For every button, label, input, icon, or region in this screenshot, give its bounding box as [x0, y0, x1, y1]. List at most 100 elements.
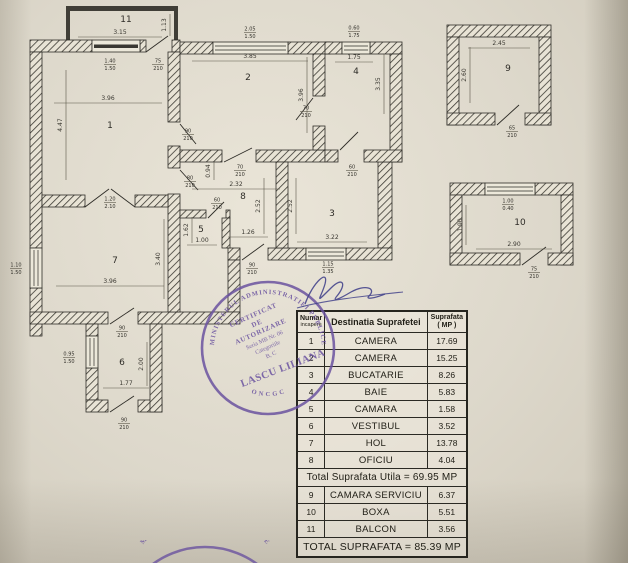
opening-size-label: 0.60 — [348, 26, 359, 32]
dimension-label: 3.96 — [101, 95, 115, 102]
dimension-label: 3.15 — [113, 29, 127, 36]
room-number-label: 5 — [198, 225, 204, 235]
opening-size-label: 1.75 — [348, 33, 359, 39]
dimension-label: 3.96 — [103, 278, 117, 285]
plan-annotations: 12345678910113.151.133.964.473.853.961.7… — [10, 14, 552, 431]
dimension-label: 3.96 — [298, 88, 305, 102]
opening-size-label: 210 — [235, 172, 245, 178]
dimension-label: 2.60 — [461, 68, 468, 82]
room-number-label: 4 — [353, 67, 359, 77]
room-number-label: 6 — [119, 358, 125, 368]
room-number-label: 2 — [245, 73, 251, 83]
opening-size-label: 2.05 — [244, 27, 255, 33]
opening-size-label: 210 — [183, 136, 193, 142]
stamp-ring-bottom-text: O N C G C — [250, 388, 285, 398]
room-number-label: 10 — [514, 218, 526, 228]
opening-size-label: 210 — [301, 113, 311, 119]
dimension-label: 2.90 — [507, 241, 521, 248]
stamp-line: B, C — [265, 350, 278, 360]
opening-size-label: 60 — [349, 165, 355, 171]
room-number-label: 8 — [240, 192, 246, 202]
room-number-label: 7 — [112, 256, 118, 266]
dimension-label: 4.47 — [57, 118, 64, 132]
opening-size-label: 210 — [212, 205, 222, 211]
dimension-label: 2.52 — [255, 199, 262, 213]
opening-size-label: 1.40 — [104, 59, 115, 65]
table-cell: 8 — [296, 451, 326, 469]
table-cell: BOXA — [324, 503, 428, 521]
table-cell: 3.52 — [426, 417, 468, 435]
partial-stamp-ring — [152, 545, 258, 563]
opening-size-label: 90 — [185, 129, 191, 135]
opening-size-label: 210 — [529, 274, 539, 280]
table-cell: 1.58 — [426, 400, 468, 418]
dimension-label: 3.35 — [375, 77, 382, 91]
dimension-label: 2.00 — [138, 357, 145, 371]
dimension-label: 1.62 — [183, 223, 190, 237]
dimension-label: 1.00 — [195, 237, 209, 244]
room-number-label: 1 — [107, 121, 113, 131]
opening-size-label: 1.50 — [10, 270, 21, 276]
total-cell: TOTAL SUPRAFATA = 85.39 MP — [296, 537, 468, 558]
dimension-label: 1.13 — [161, 18, 168, 32]
windows — [29, 39, 536, 369]
subtotal-row: Total Suprafata Utila = 69.95 MP — [296, 468, 468, 487]
table-cell: BALCON — [324, 520, 428, 538]
table-cell: 3.56 — [426, 520, 468, 538]
partial-stamp: MINISTERUL ADMINISTRATIEI PUBLICE — [139, 540, 271, 563]
opening-size-label: 1.50 — [63, 359, 74, 365]
table-cell: 4.04 — [426, 451, 468, 469]
opening-size-label: 0.95 — [63, 352, 74, 358]
dimension-label: 0.94 — [205, 164, 212, 178]
table-cell: 9 — [296, 486, 326, 504]
opening-size-label: 210 — [117, 333, 127, 339]
col-header-number-label: Numar — [300, 315, 323, 322]
col-header-number-sublabel: incapere — [300, 322, 322, 328]
opening-size-label: 210 — [247, 270, 257, 276]
opening-size-label: 1.20 — [104, 197, 115, 203]
subtotal-cell: Total Suprafata Utila = 69.95 MP — [296, 468, 468, 487]
opening-size-label: 70 — [303, 106, 309, 112]
table-cell: 11 — [296, 520, 326, 538]
opening-size-label: 1.00 — [502, 199, 513, 205]
dimension-label: 3.40 — [155, 252, 162, 266]
room-number-label: 11 — [120, 15, 131, 25]
table-cell: CAMARA SERVICIU — [324, 486, 428, 504]
opening-size-label: 2.10 — [104, 204, 115, 210]
opening-size-label: 210 — [507, 133, 517, 139]
table-cell: 10 — [296, 503, 326, 521]
opening-size-label: 1.35 — [322, 269, 333, 275]
doors — [84, 35, 547, 413]
table-cell: 6.37 — [426, 486, 468, 504]
area-table: Numar incapere Destinatia Suprafetei Sup… — [296, 310, 468, 558]
dimension-label: 3.22 — [325, 234, 339, 241]
dimension-label: 1.90 — [457, 218, 464, 232]
opening-size-label: 1.15 — [322, 262, 333, 268]
table-cell: 8.26 — [426, 366, 468, 384]
table-cell: 13.78 — [426, 434, 468, 452]
dimension-label: 1.77 — [119, 380, 133, 387]
stamp-authorized-name: LASCU LILIANA — [239, 347, 327, 389]
partial-stamp-text: MINISTERUL ADMINISTRATIEI PUBLICE — [139, 540, 271, 546]
opening-size-label: 60 — [214, 198, 220, 204]
certification-stamp: MINISTERUL ADMINISTRATIEI PUBLICE O N C … — [200, 280, 336, 416]
opening-size-label: 210 — [347, 172, 357, 178]
room-number-label: 3 — [329, 209, 335, 219]
table-cell: 5.51 — [426, 503, 468, 521]
opening-size-label: 1.10 — [10, 263, 21, 269]
opening-size-label: 65 — [509, 126, 515, 132]
dimension-label: 1.75 — [347, 54, 361, 61]
opening-size-label: 1.50 — [104, 66, 115, 72]
total-row: TOTAL SUPRAFATA = 85.39 MP — [296, 537, 468, 558]
col-header-area-unit: ( MP ) — [437, 322, 457, 329]
